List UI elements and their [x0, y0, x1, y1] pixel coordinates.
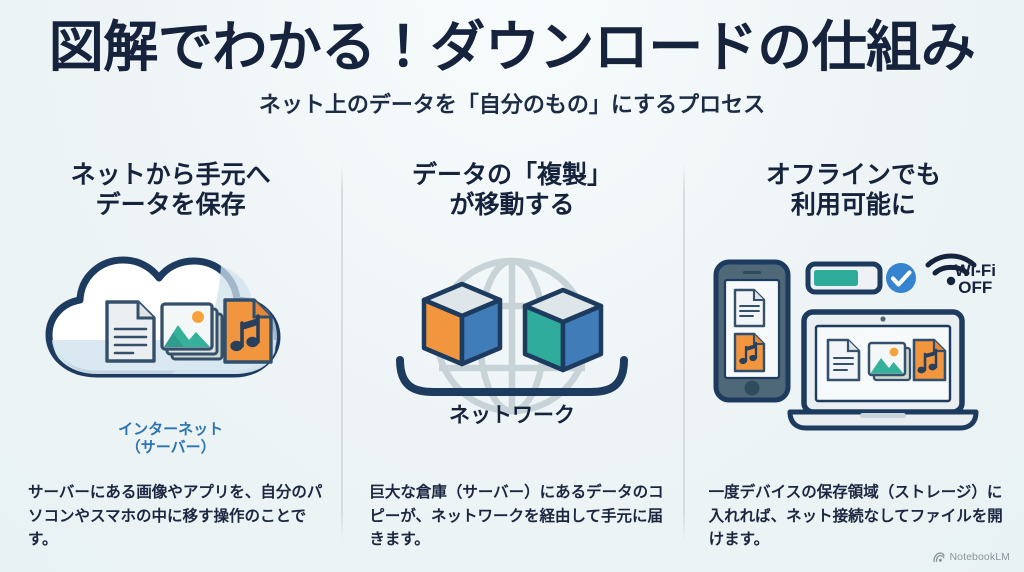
- cloud-with-files-icon: [45, 256, 281, 378]
- network-label: ネットワーク: [449, 404, 575, 427]
- download-progress-bar: [805, 261, 883, 295]
- column-1-heading: ネットから手元へ データを保存: [70, 161, 271, 219]
- column-1-illustration: [14, 220, 327, 421]
- columns-container: ネットから手元へ データを保存: [0, 152, 1024, 552]
- laptop-icon: [787, 308, 979, 431]
- smartphone-icon: [713, 259, 791, 403]
- page-subtitle: ネット上のデータを「自分のもの」にするプロセス: [258, 92, 766, 118]
- column-1-body: サーバーにある画像やアプリを、自分のパソコンやスマホの中に移す操作のことです。: [28, 484, 323, 549]
- phone-document-icon: [734, 288, 766, 327]
- column-3-heading: オフラインでも 利用可能に: [765, 161, 941, 219]
- laptop-image-icon: [868, 341, 912, 381]
- column-2-illustration: ネットワーク: [355, 220, 668, 459]
- offline-devices-icon: [713, 253, 979, 431]
- network-connection-arc: [395, 355, 628, 396]
- column-1-caption: インターネット （サーバー）: [118, 421, 224, 457]
- wifi-label-line2: OFF: [958, 278, 993, 298]
- wifi-off-label: Wi-Fi OFF: [955, 262, 996, 297]
- wifi-off-icon: [925, 253, 977, 285]
- header: 図解でわかる！ダウンロードの仕組み ネット上のデータを「自分のもの」にするプロセ…: [0, 0, 1024, 119]
- notebooklm-logo-icon: [933, 552, 946, 562]
- data-cube-left-icon: [421, 281, 503, 366]
- data-cube-right-icon: [522, 287, 604, 372]
- column-offline-use: オフラインでも 利用可能に: [683, 152, 1024, 552]
- image-file-icon: [160, 302, 224, 361]
- document-file-icon: [104, 299, 156, 363]
- column-divider-2: [683, 164, 685, 542]
- laptop-document-icon: [827, 338, 861, 381]
- column-2-body: 巨大な倉庫（サーバー）にあるデータのコピーが、ネットワークを経由して手元に届きま…: [369, 484, 664, 549]
- column-2-heading: データの「複製」 が移動する: [411, 161, 612, 219]
- music-file-icon: [222, 297, 273, 364]
- column-3-body: 一度デバイスの保存領域（ストレージ）に入れれば、ネット接続なしてファイルを開けま…: [708, 484, 1003, 549]
- download-complete-check-icon: [886, 262, 917, 293]
- column-internet-storage: ネットから手元へ データを保存: [0, 152, 341, 552]
- watermark: NotebookLM: [933, 551, 1010, 563]
- phone-music-icon: [734, 332, 766, 372]
- column-3-illustration: Wi-Fi OFF: [697, 220, 1010, 459]
- wifi-label-line1: Wi-Fi: [954, 261, 996, 280]
- laptop-music-icon: [913, 338, 947, 381]
- column-network-copy: データの「複製」 が移動する: [341, 152, 682, 552]
- column-divider-1: [341, 164, 343, 542]
- page-title: 図解でわかる！ダウンロードの仕組み: [48, 16, 976, 78]
- globe-with-cubes-icon: ネットワーク: [395, 257, 628, 427]
- watermark-label: NotebookLM: [949, 551, 1010, 563]
